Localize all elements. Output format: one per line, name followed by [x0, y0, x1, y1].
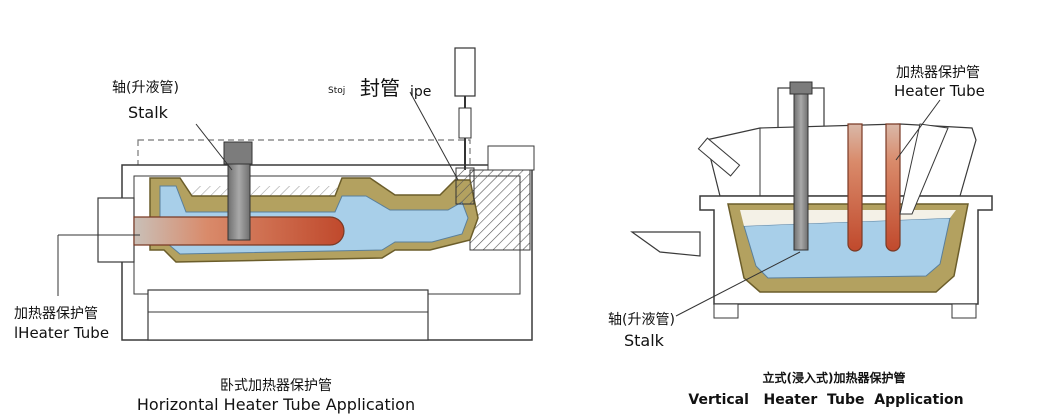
vertical-leg-right: [951, 303, 977, 319]
seal-weight: [454, 47, 476, 97]
vertical-stalk: [793, 93, 809, 251]
seal-rod-sleeve: [458, 107, 472, 139]
stalk-leader-v: [675, 251, 801, 317]
stalk-leader-h: [195, 123, 233, 171]
heater-leader-v: [895, 99, 941, 161]
vertical-heater-tube-2: [885, 123, 901, 252]
right-hatched-wall: [469, 169, 531, 251]
pouring-spout: [630, 231, 701, 257]
h-caption-en: Horizontal Heater Tube Application: [137, 395, 415, 414]
horizontal-stalk: [227, 163, 251, 241]
v-heater-label-en: Heater Tube: [894, 82, 985, 100]
vertical-molten-metal: [743, 217, 951, 279]
v-heater-label-cn: 加热器保护管: [896, 65, 980, 81]
right-slope-wall: [899, 123, 949, 215]
seal-nozzle: [455, 167, 475, 205]
melt-surface: [192, 186, 337, 196]
furnace-base: [147, 289, 429, 341]
vertical-stalk-top: [789, 81, 813, 95]
h-stalk-label-en: Stalk: [128, 103, 169, 122]
vertical-heater-tube-1: [847, 123, 863, 252]
v-stalk-label-en: Stalk: [624, 331, 665, 350]
h-heater-label-cn: 加热器保护管: [14, 306, 98, 322]
h-caption-cn: 卧式加热器保护管: [220, 378, 332, 394]
seal-leader-h: [409, 91, 459, 181]
dashed-cover: [137, 139, 471, 167]
h-stalk-label-cn: 轴(升液管): [112, 80, 179, 96]
h-seal-label-en-tail: ipe: [410, 84, 431, 100]
vertical-leg-left: [713, 303, 739, 319]
h-seal-label-en: Stoj: [328, 86, 345, 96]
side-valve: [697, 137, 741, 177]
side-box: [97, 197, 135, 263]
v-caption-cn: 立式(浸入式)加热器保护管: [763, 370, 906, 385]
v-stalk-label-cn: 轴(升液管): [608, 312, 675, 328]
h-seal-label-cn: 封管: [360, 76, 400, 100]
v-caption-en: Vertical Heater Tube Application: [688, 392, 963, 408]
right-frame: [487, 145, 535, 171]
vertical-furnace: [630, 81, 993, 319]
horizontal-stalk-cap: [223, 141, 253, 165]
horizontal-furnace: [57, 47, 535, 341]
h-heater-label-en: lHeater Tube: [14, 324, 109, 342]
